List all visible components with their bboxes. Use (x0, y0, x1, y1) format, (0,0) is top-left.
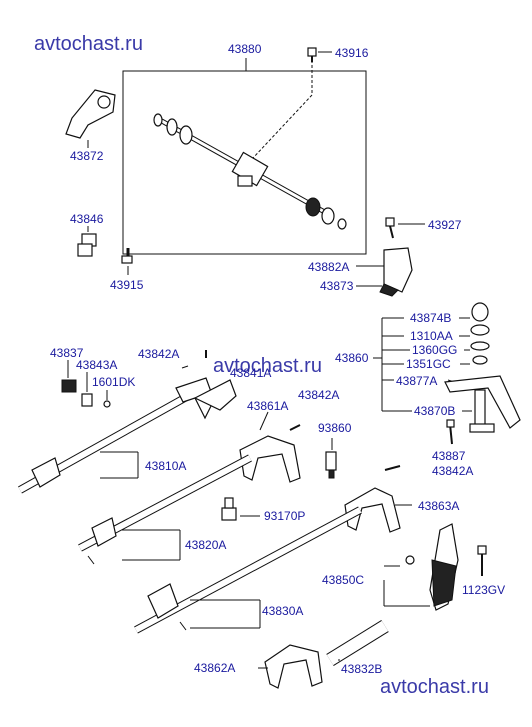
label-43863A: 43863A (418, 499, 459, 513)
label-43842A-2: 43842A (298, 388, 339, 402)
bolt-43916 (307, 47, 332, 62)
label-43841A: 43841A (230, 366, 271, 380)
label-43873: 43873 (320, 279, 354, 293)
label-43830A: 43830A (262, 604, 303, 618)
label-43846: 43846 (70, 212, 104, 226)
shift-fork-43861A (239, 411, 301, 483)
label-1360GG: 1360GG (412, 343, 457, 357)
bracket-group-43860 (373, 302, 521, 433)
label-43915: 43915 (110, 278, 144, 292)
bracket-43882A (356, 247, 413, 297)
shift-rail-43810A (18, 350, 237, 494)
label-43872: 43872 (70, 149, 104, 163)
watermark-top: avtochast.ru (34, 33, 143, 55)
rod-43832B (326, 620, 389, 666)
label-43837: 43837 (50, 346, 84, 360)
label-43832B: 43832B (341, 662, 382, 676)
shift-rail-43830A (134, 506, 362, 634)
label-43862A: 43862A (194, 661, 235, 675)
watermark-middle: avtochast.ru (213, 355, 322, 377)
label-43842A-3: 43842A (432, 464, 473, 478)
shift-fork-43863A (344, 465, 412, 533)
label-43810A: 43810A (145, 459, 186, 473)
label-43916: 43916 (335, 46, 369, 60)
watermark-bottom: avtochast.ru (380, 676, 489, 698)
label-43861A: 43861A (247, 399, 288, 413)
label-43877A: 43877A (396, 374, 437, 388)
label-43927: 43927 (428, 218, 462, 232)
bracket-43850C (383, 523, 459, 611)
label-43874B: 43874B (410, 311, 451, 325)
label-43882A: 43882A (308, 260, 349, 274)
label-93170P: 93170P (264, 509, 305, 523)
shift-fork-43862A (258, 644, 323, 689)
bolt-43887 (446, 419, 455, 445)
bolt-1123GV (477, 545, 487, 576)
label-43842A-1: 43842A (138, 347, 179, 361)
label-43860: 43860 (335, 351, 369, 365)
label-43843A: 43843A (76, 358, 117, 372)
label-93860: 93860 (318, 421, 352, 435)
label-43850C: 43850C (322, 573, 364, 587)
label-1310AA: 1310AA (410, 329, 453, 343)
label-43887: 43887 (432, 449, 466, 463)
lever-43872 (65, 89, 116, 148)
sensor-93170P (221, 497, 260, 521)
bolt-43927 (385, 217, 425, 239)
bolt-43915 (121, 248, 133, 275)
label-1123GV: 1123GV (462, 583, 505, 597)
plug-43846 (77, 226, 97, 257)
label-1351GC: 1351GC (406, 357, 451, 371)
label-1601DK: 1601DK (92, 375, 135, 389)
label-43880: 43880 (228, 42, 262, 56)
switch-93860 (325, 438, 337, 479)
shift-rail-43820A (78, 454, 252, 565)
assembly-frame (122, 70, 367, 255)
label-43870B: 43870B (414, 404, 455, 418)
control-shaft-assembly (153, 113, 347, 230)
label-43820A: 43820A (185, 538, 226, 552)
detent-parts (61, 360, 111, 408)
